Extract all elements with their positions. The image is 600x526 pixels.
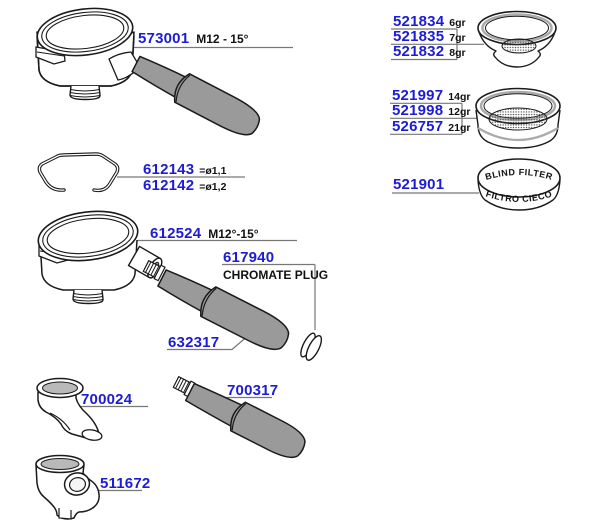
part-number-link[interactable]: 526757 bbox=[392, 117, 444, 135]
spout-single-drawing bbox=[36, 377, 103, 441]
basket-mesh bbox=[488, 107, 548, 131]
part-label-spout-single: 700024 bbox=[81, 390, 133, 408]
blind-filter-drawing: BLIND FILTER FILTRO CIECO bbox=[477, 158, 561, 211]
basket-mesh bbox=[501, 38, 537, 54]
spring-clip-drawing bbox=[37, 152, 120, 193]
basket-large-drawing bbox=[475, 87, 561, 149]
part-spec: 14gr bbox=[448, 90, 471, 103]
part-number-link[interactable]: 521901 bbox=[393, 176, 445, 193]
part-number-link[interactable]: 521834 bbox=[393, 12, 445, 30]
part-number-link[interactable]: 612524 bbox=[150, 224, 202, 242]
part-number-link[interactable]: 521998 bbox=[392, 101, 444, 119]
part-spec: 7gr bbox=[449, 31, 466, 44]
part-label-handle-spare: 700317 bbox=[227, 381, 279, 399]
part-label-portafilter-complete: 573001 M12 - 15° bbox=[138, 30, 249, 47]
part-number-link[interactable]: 617940 bbox=[223, 248, 275, 266]
basket-large-row-3: 526757 21gr bbox=[392, 117, 471, 135]
part-number-link[interactable]: 612143 bbox=[143, 160, 195, 178]
spout-outlet bbox=[81, 429, 103, 441]
part-number-link[interactable]: 521997 bbox=[392, 86, 444, 104]
part-spec: =ø1,2 bbox=[199, 181, 227, 193]
handle-thread-tip bbox=[172, 376, 196, 398]
spout-foot bbox=[58, 508, 72, 520]
handle-body bbox=[157, 269, 290, 351]
spring-row-1: 612143 =ø1,1 bbox=[143, 160, 227, 178]
part-number-link[interactable]: 521835 bbox=[393, 27, 445, 45]
blind-filter-top-text: BLIND FILTER bbox=[484, 167, 554, 182]
basket-small-row-3: 521832 8gr bbox=[393, 43, 466, 60]
blind-filter-side-text: FILTRO CIECO bbox=[485, 189, 554, 204]
handle-short-drawing bbox=[172, 376, 306, 459]
part-spec: 12gr bbox=[448, 105, 471, 118]
part-label-spout-double: 511672 bbox=[100, 474, 151, 492]
part-number-link[interactable]: 612142 bbox=[143, 177, 195, 194]
part-spec: 21gr bbox=[448, 121, 471, 134]
part-number-link[interactable]: 573001 bbox=[138, 30, 190, 47]
portafilter-complete-drawing bbox=[35, 7, 261, 136]
part-label-handle-long: 632317 bbox=[168, 333, 220, 351]
part-number-link[interactable]: 521832 bbox=[393, 43, 445, 60]
part-number-link[interactable]: 700024 bbox=[81, 390, 133, 408]
part-spec: =ø1,1 bbox=[199, 164, 227, 177]
part-label-chromate-plug: 617940 bbox=[223, 248, 275, 266]
part-label-blind-filter: 521901 bbox=[393, 176, 445, 193]
spring-row-2: 612142 =ø1,2 bbox=[143, 177, 227, 194]
handle-thread-tip bbox=[142, 260, 166, 282]
basket-small-row-2: 521835 7gr bbox=[393, 27, 466, 45]
handle-body bbox=[184, 382, 306, 459]
basket-large-row-2: 521998 12gr bbox=[392, 101, 471, 119]
chromate-plug-part bbox=[300, 332, 323, 361]
portafilter-body-drawing bbox=[37, 210, 163, 305]
part-number-link[interactable]: 632317 bbox=[168, 333, 220, 351]
part-spec: 6gr bbox=[449, 16, 466, 29]
part-spec: M12 - 15° bbox=[196, 32, 249, 46]
part-spec: M12°-15° bbox=[208, 226, 259, 241]
basket-large-row-1: 521997 14gr bbox=[392, 86, 471, 104]
spout-double-drawing bbox=[35, 454, 100, 520]
portafilter-handle bbox=[131, 55, 261, 136]
basket-small-drawing bbox=[477, 10, 557, 68]
chromate-plug-name: CHROMATE PLUG bbox=[223, 267, 329, 282]
part-label-portafilter-body: 612524 M12°-15° bbox=[150, 224, 259, 242]
part-number-link[interactable]: 511672 bbox=[100, 474, 151, 492]
basket-small-row-1: 521834 6gr bbox=[393, 12, 466, 30]
handle-long-drawing bbox=[142, 260, 323, 361]
part-number-link[interactable]: 700317 bbox=[227, 381, 279, 399]
part-spec: 8gr bbox=[449, 47, 466, 59]
